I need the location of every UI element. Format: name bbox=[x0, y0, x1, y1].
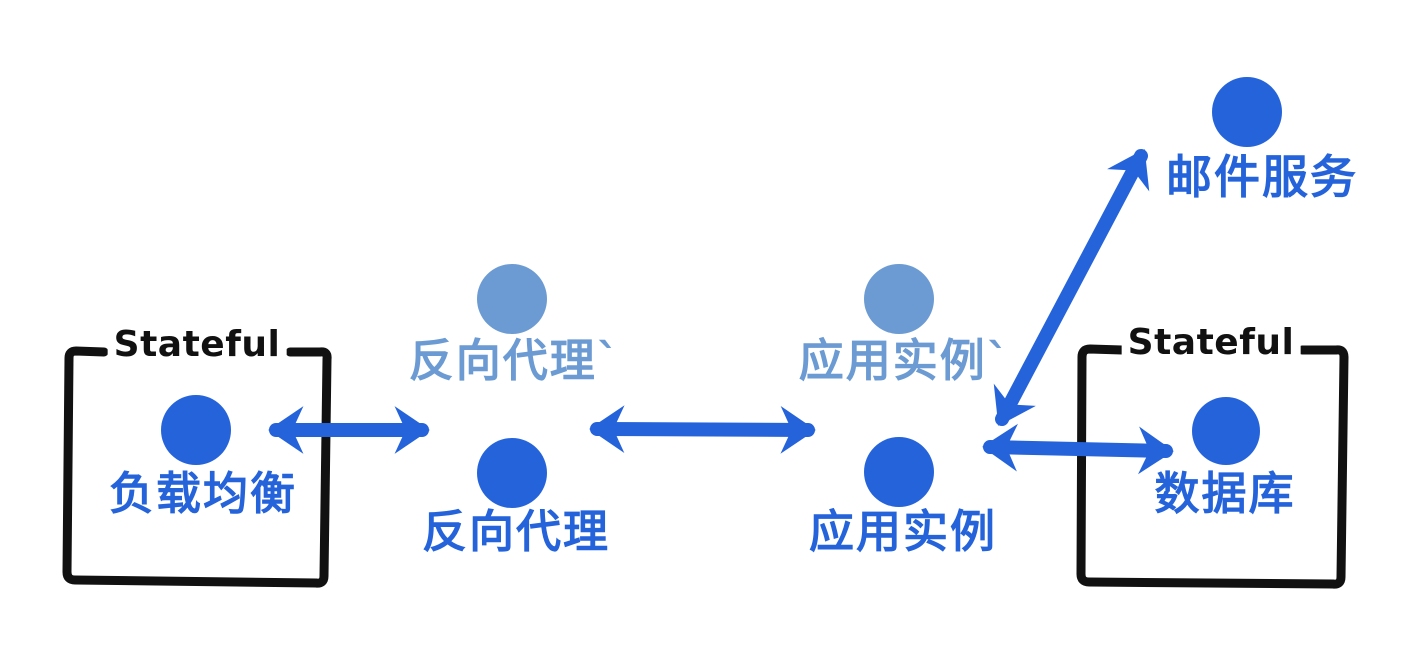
edge-appinstance-mailservice bbox=[993, 149, 1150, 426]
node-circle-reverse-proxy bbox=[477, 438, 547, 508]
node-label-database: 数据库 bbox=[1154, 467, 1296, 520]
stateful-group-title-left: Stateful bbox=[107, 327, 287, 363]
node-label-reverse-proxy: 反向代理 bbox=[421, 505, 611, 558]
stateful-group-title-right: Stateful bbox=[1121, 325, 1301, 361]
node-label-app-instance-standby: 应用实例` bbox=[798, 334, 1012, 387]
edge-reverseproxy-appinstance bbox=[589, 405, 816, 454]
node-circle-mail-service bbox=[1212, 77, 1282, 147]
node-circle-app-instance-standby bbox=[864, 264, 934, 334]
node-label-app-instance: 应用实例 bbox=[808, 505, 998, 558]
node-circle-reverse-proxy-standby bbox=[477, 264, 547, 334]
node-label-mail-service: 邮件服务 bbox=[1166, 150, 1358, 204]
node-label-reverse-proxy-standby: 反向代理` bbox=[408, 334, 622, 387]
node-label-load-balancer: 负载均衡 bbox=[108, 467, 298, 520]
node-circle-load-balancer bbox=[161, 395, 231, 465]
node-circle-database bbox=[1192, 397, 1260, 465]
edge-appinstance-database bbox=[982, 423, 1174, 475]
node-circle-app-instance bbox=[864, 437, 934, 507]
stateful-box-left bbox=[62, 346, 332, 588]
